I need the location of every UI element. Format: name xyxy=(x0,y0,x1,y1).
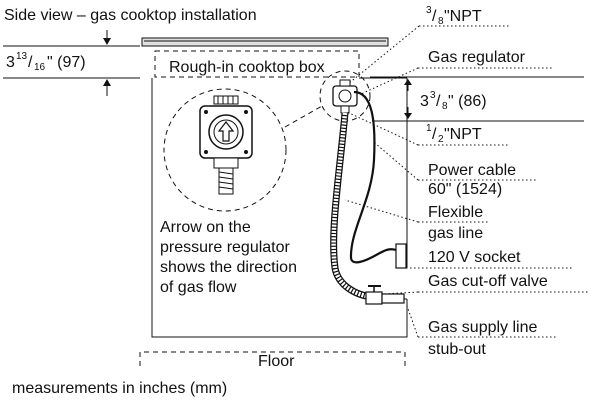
gas-flow-arrow-icon xyxy=(217,121,235,142)
svg-text:2: 2 xyxy=(438,134,444,145)
svg-text:/: / xyxy=(436,93,441,110)
svg-text:"NPT: "NPT xyxy=(444,126,482,143)
svg-text:120 V socket: 120 V socket xyxy=(428,249,521,266)
svg-text:stub-out: stub-out xyxy=(428,341,486,358)
footer-note: measurements in inches (mm) xyxy=(12,380,227,397)
power-cable xyxy=(349,90,397,264)
detail-connector-line xyxy=(284,105,323,128)
cooktop-plate xyxy=(141,37,389,47)
svg-text:Flexible: Flexible xyxy=(428,204,483,221)
socket-label: 120 V socket xyxy=(406,249,574,269)
floor-label: Floor xyxy=(258,353,295,370)
svg-text:"NPT: "NPT xyxy=(444,8,482,25)
svg-text:gas line: gas line xyxy=(428,225,483,242)
arrow-note: Arrow on the pressure regulator shows th… xyxy=(160,219,297,296)
regulator-detail-view xyxy=(163,88,287,212)
svg-text:/: / xyxy=(432,8,437,25)
svg-text:/: / xyxy=(28,54,33,71)
flexible-gas-line xyxy=(330,112,373,301)
flexible-gas-line-label: Flexible gas line xyxy=(344,199,489,242)
floor-outline xyxy=(139,351,406,366)
cutoff-valve-label: Gas cut-off valve xyxy=(383,273,588,295)
svg-text:" (86): " (86) xyxy=(448,93,487,110)
svg-text:8: 8 xyxy=(442,101,448,112)
svg-text:/: / xyxy=(432,126,437,143)
power-cable-label: Power cable 60" (1524) xyxy=(374,142,538,198)
dim-top-whole: 3 xyxy=(6,54,15,71)
svg-text:3: 3 xyxy=(426,5,432,16)
svg-text:Gas regulator: Gas regulator xyxy=(428,49,526,66)
dim-top-num: 13 xyxy=(16,51,28,62)
cooktop-height-dimension: 3 13 / 16 " (97) xyxy=(3,30,140,96)
regulator-dimension: 3 3 / 8 " (86) xyxy=(370,76,584,122)
rough-in-box-outline xyxy=(154,50,360,78)
rough-in-box-label: Rough-in cooktop box xyxy=(169,59,325,76)
npt-top-label: 3 / 8 "NPT xyxy=(347,5,510,85)
svg-text:Gas supply line: Gas supply line xyxy=(428,319,537,336)
svg-text:pressure regulator: pressure regulator xyxy=(160,239,291,256)
svg-text:3: 3 xyxy=(430,90,436,101)
svg-text:Power cable: Power cable xyxy=(428,162,516,179)
svg-text:shows the direction: shows the direction xyxy=(160,259,297,276)
svg-text:Arrow on the: Arrow on the xyxy=(160,219,251,236)
gas-cutoff-valve xyxy=(365,285,405,305)
supply-stub-label: Gas supply line stub-out xyxy=(405,302,557,358)
gas-regulator-label: Gas regulator xyxy=(360,49,553,95)
svg-text:60" (1524): 60" (1524) xyxy=(428,181,502,198)
dim-top-den: 16 xyxy=(34,62,46,73)
cabinet-outline xyxy=(151,77,408,338)
npt-bottom-label: 1 / 2 "NPT xyxy=(346,111,509,146)
socket-outlet xyxy=(395,243,407,269)
svg-text:Gas cut-off valve: Gas cut-off valve xyxy=(428,273,548,290)
svg-text:of gas flow: of gas flow xyxy=(160,279,237,296)
svg-text:1: 1 xyxy=(426,123,432,134)
diagram-title: Side view – gas cooktop installation xyxy=(4,7,257,24)
svg-text:8: 8 xyxy=(438,16,444,27)
dim-top-rest: " (97) xyxy=(47,54,86,71)
svg-text:3: 3 xyxy=(420,93,429,110)
